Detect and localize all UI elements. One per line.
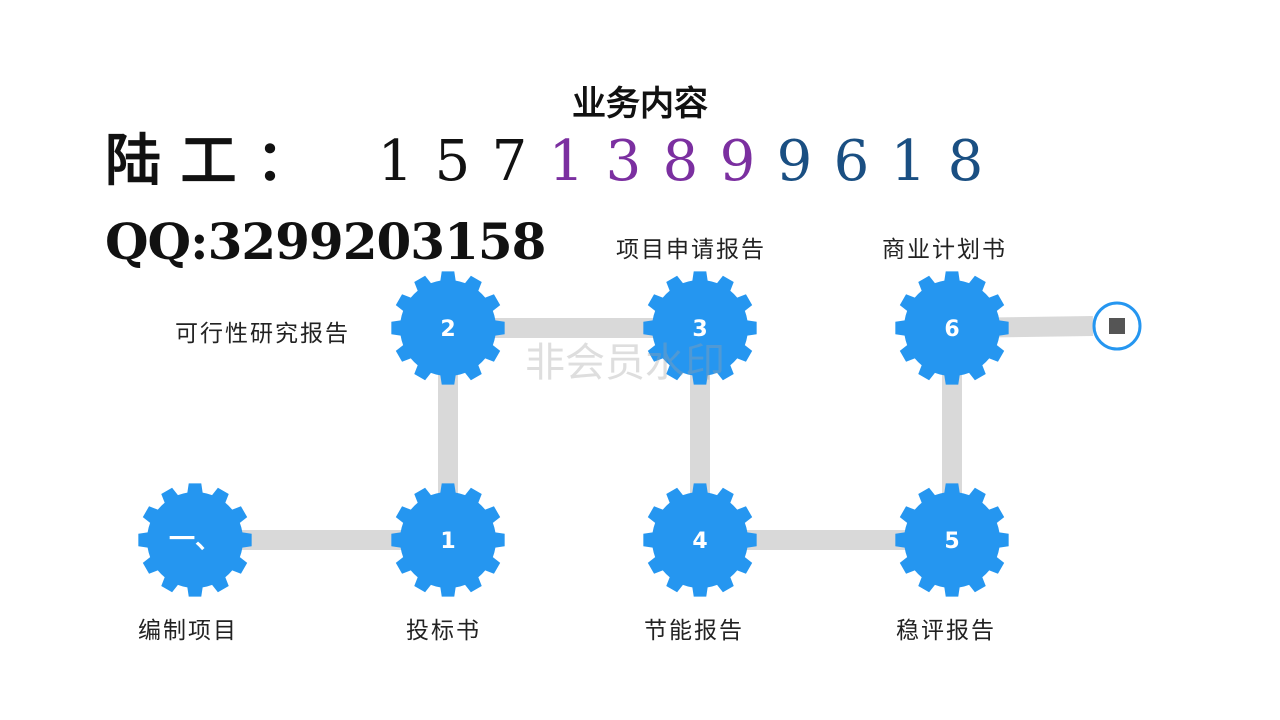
stop-square-icon: [1109, 318, 1125, 334]
phone-digit: 1: [890, 129, 927, 194]
step-label-6: 稳评报告: [896, 618, 996, 644]
gear-shape: [391, 483, 505, 597]
page-title: 业务内容: [572, 84, 708, 124]
watermark: 非会员水印: [525, 340, 725, 386]
contact-name-label: 陆 工 ：: [105, 128, 312, 194]
phone-digit: 5: [434, 129, 471, 194]
gear-node-0: 一、: [138, 483, 252, 597]
gear-number: 3: [692, 317, 707, 342]
step-label-2: 可行性研究报告: [175, 321, 350, 347]
gear-shape: [391, 271, 505, 385]
step-label-1: 投标书: [406, 618, 481, 644]
step-label-4: 节能报告: [644, 618, 744, 644]
gear-node-5: 5: [895, 483, 1009, 597]
phone-digit: 7: [491, 129, 528, 194]
gear-number: 5: [944, 529, 959, 554]
gear-nodes: 一、 1 2 3 4 5 6: [138, 271, 1009, 597]
gear-shape: [643, 483, 757, 597]
phone-digit: 1: [377, 129, 414, 194]
phone-digit: 3: [605, 129, 642, 194]
gear-shape: [895, 271, 1009, 385]
phone-digit: 8: [947, 129, 984, 194]
gear-node-3: 3: [643, 271, 757, 385]
gear-number: 一、: [169, 525, 221, 555]
gear-number: 4: [692, 529, 707, 554]
phone-digit: 6: [833, 129, 870, 194]
phone-digit: 1: [548, 129, 585, 194]
gear-shape: [643, 271, 757, 385]
gear-node-4: 4: [643, 483, 757, 597]
gear-number: 2: [440, 317, 455, 342]
step-label-0: 编制项目: [138, 618, 238, 644]
qq-number: QQ:3299203158: [105, 212, 546, 271]
gear-node-6: 6: [895, 271, 1009, 385]
end-node: [1092, 301, 1142, 351]
gear-number: 1: [440, 529, 455, 554]
gear-node-1: 1: [391, 483, 505, 597]
step-label-5: 商业计划书: [882, 237, 1007, 263]
phone-digit: 9: [719, 129, 756, 194]
step-label-3: 项目申请报告: [616, 237, 766, 263]
gear-number: 6: [944, 317, 959, 342]
gear-node-2: 2: [391, 271, 505, 385]
phone-digit: 8: [662, 129, 699, 194]
gear-shape: [895, 483, 1009, 597]
phone-digit: 9: [776, 129, 813, 194]
gear-shape: [138, 483, 252, 597]
